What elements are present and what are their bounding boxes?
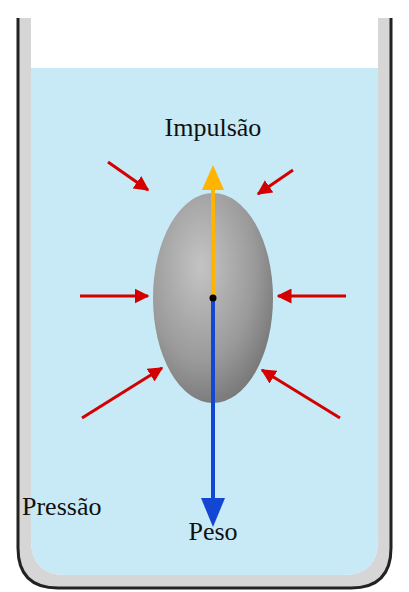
beaker-wall <box>18 18 391 588</box>
buoyancy-arrow <box>211 188 215 298</box>
force-label: Pressão <box>22 493 101 522</box>
force-label: Impulsão <box>165 114 262 143</box>
weight-arrow <box>211 298 215 500</box>
force-label: Peso <box>188 518 237 547</box>
center-point <box>210 295 217 302</box>
beaker-inside <box>31 18 378 575</box>
buoyancy-arrowhead <box>202 165 224 190</box>
